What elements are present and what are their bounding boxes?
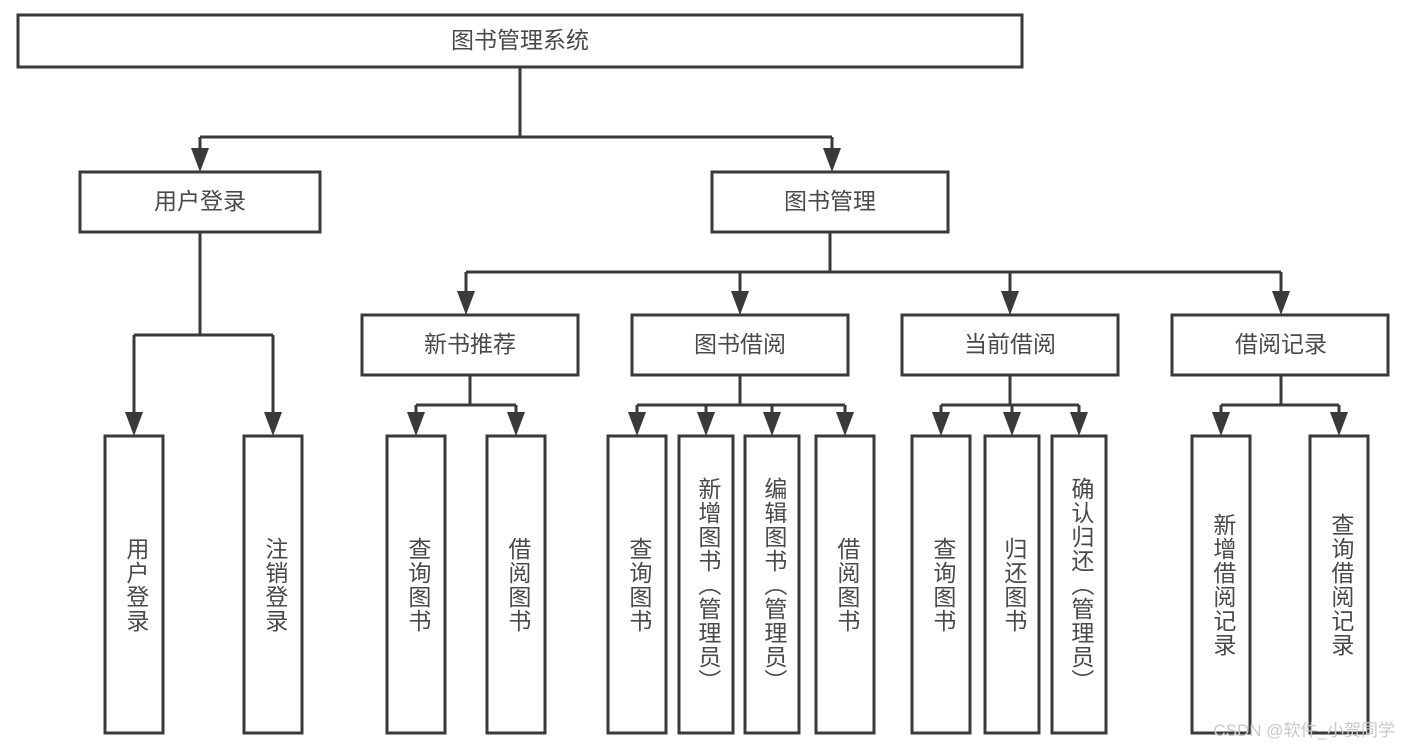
arrow-user-login-leaf-2 — [264, 412, 282, 436]
node-leaf-query-book-2-label: 查询图书 — [626, 537, 653, 633]
arrow-current-borrow-leaf-1 — [932, 412, 950, 436]
arrow-borrow-record-leaf-2 — [1330, 412, 1348, 436]
node-root[interactable]: 图书管理系统 — [16, 13, 1024, 69]
node-leaf-user-login[interactable]: 用户登录 — [103, 434, 165, 735]
node-leaf-query-book-1-box[interactable] — [385, 434, 447, 735]
node-leaf-query-book-3-label: 查询图书 — [930, 537, 957, 633]
node-leaf-query-book-3[interactable]: 查询图书 — [910, 434, 972, 735]
arrow-current-borrow-leaf-2 — [1003, 412, 1021, 436]
node-leaf-logout-label: 注销登录 — [262, 537, 289, 633]
node-leaf-query-record[interactable]: 查询借阅记录 — [1308, 434, 1370, 735]
arrow-current-borrow-leaf-3 — [1070, 412, 1088, 436]
node-new-book-recommend[interactable]: 新书推荐 — [360, 313, 580, 377]
node-leaf-logout[interactable]: 注销登录 — [242, 434, 304, 735]
arrow-book-manage-to-borrow-record — [1272, 291, 1290, 315]
node-borrow-record-box[interactable] — [1170, 313, 1390, 377]
node-leaf-add-book-box[interactable] — [677, 434, 735, 735]
node-leaf-add-record[interactable]: 新增借阅记录 — [1190, 434, 1252, 735]
node-leaf-logout-box[interactable] — [242, 434, 304, 735]
node-book-borrow[interactable]: 图书借阅 — [630, 313, 850, 377]
node-current-borrow-label: 当前借阅 — [964, 331, 1056, 357]
node-leaf-borrow-book-2-label: 借阅图书 — [834, 537, 861, 633]
node-leaf-query-book-1-label: 查询图书 — [405, 537, 432, 633]
arrow-new-book-leaf-1 — [407, 412, 425, 436]
node-leaf-user-login-box[interactable] — [103, 434, 165, 735]
node-leaf-borrow-book-2[interactable]: 借阅图书 — [814, 434, 876, 735]
node-book-borrow-label: 图书借阅 — [694, 331, 786, 357]
node-leaf-edit-book[interactable]: 编辑图书（管理员） — [743, 434, 801, 735]
node-leaf-borrow-book-1[interactable]: 借阅图书 — [485, 434, 547, 735]
node-leaf-add-record-box[interactable] — [1190, 434, 1252, 735]
node-leaf-query-record-label: 查询借阅记录 — [1328, 513, 1355, 657]
node-borrow-record[interactable]: 借阅记录 — [1170, 313, 1390, 377]
arrow-book-borrow-leaf-4 — [836, 412, 854, 436]
node-leaf-add-book[interactable]: 新增图书（管理员） — [677, 434, 735, 735]
node-leaf-return-book-label: 归还图书 — [1001, 537, 1028, 633]
arrow-book-borrow-leaf-3 — [763, 412, 781, 436]
node-book-borrow-box[interactable] — [630, 313, 850, 377]
node-leaf-confirm-return[interactable]: 确认归还（管理员） — [1050, 434, 1108, 735]
node-leaf-borrow-book-1-label: 借阅图书 — [505, 537, 532, 633]
arrow-book-manage-to-new-book — [457, 291, 475, 315]
arrow-root-to-user-login — [191, 148, 209, 172]
arrow-borrow-record-leaf-1 — [1212, 412, 1230, 436]
node-leaf-add-record-label: 新增借阅记录 — [1210, 513, 1237, 657]
node-user-login[interactable]: 用户登录 — [78, 170, 322, 234]
node-root-label: 图书管理系统 — [451, 27, 589, 53]
node-leaf-user-login-label: 用户登录 — [123, 537, 150, 633]
node-book-manage-label: 图书管理 — [784, 188, 876, 214]
node-borrow-record-label: 借阅记录 — [1235, 331, 1327, 357]
csdn-watermark: CSDN @软件_小贺同学 — [1213, 721, 1395, 740]
node-user-login-label: 用户登录 — [154, 188, 246, 214]
arrow-user-login-leaf-1 — [125, 412, 143, 436]
node-leaf-borrow-book-2-box[interactable] — [814, 434, 876, 735]
node-leaf-borrow-book-1-box[interactable] — [485, 434, 547, 735]
node-leaf-return-book-box[interactable] — [983, 434, 1041, 735]
arrow-book-borrow-leaf-1 — [628, 412, 646, 436]
node-new-book-recommend-box[interactable] — [360, 313, 580, 377]
node-leaf-edit-book-label: 编辑图书（管理员） — [761, 477, 788, 693]
node-book-manage-box[interactable] — [710, 170, 950, 234]
arrow-root-to-book-manage — [823, 148, 841, 172]
arrow-book-manage-to-current-borrow — [1001, 291, 1019, 315]
node-leaf-query-book-2-box[interactable] — [606, 434, 668, 735]
connectors — [125, 67, 1348, 436]
node-leaf-query-book-1[interactable]: 查询图书 — [385, 434, 447, 735]
node-leaf-confirm-return-label: 确认归还（管理员） — [1068, 477, 1095, 693]
arrow-book-manage-to-book-borrow — [731, 291, 749, 315]
node-leaf-return-book[interactable]: 归还图书 — [983, 434, 1041, 735]
node-new-book-recommend-label: 新书推荐 — [424, 331, 516, 357]
node-book-manage[interactable]: 图书管理 — [710, 170, 950, 234]
node-current-borrow-box[interactable] — [900, 313, 1120, 377]
node-leaf-query-book-2[interactable]: 查询图书 — [606, 434, 668, 735]
node-current-borrow[interactable]: 当前借阅 — [900, 313, 1120, 377]
node-leaf-confirm-return-box[interactable] — [1050, 434, 1108, 735]
node-leaf-query-book-3-box[interactable] — [910, 434, 972, 735]
node-leaf-add-book-label: 新增图书（管理员） — [695, 477, 722, 693]
arrow-new-book-leaf-2 — [507, 412, 525, 436]
node-user-login-box[interactable] — [78, 170, 322, 234]
node-root-box[interactable] — [16, 13, 1024, 69]
arrow-book-borrow-leaf-2 — [697, 412, 715, 436]
node-leaf-edit-book-box[interactable] — [743, 434, 801, 735]
node-leaf-query-record-box[interactable] — [1308, 434, 1370, 735]
